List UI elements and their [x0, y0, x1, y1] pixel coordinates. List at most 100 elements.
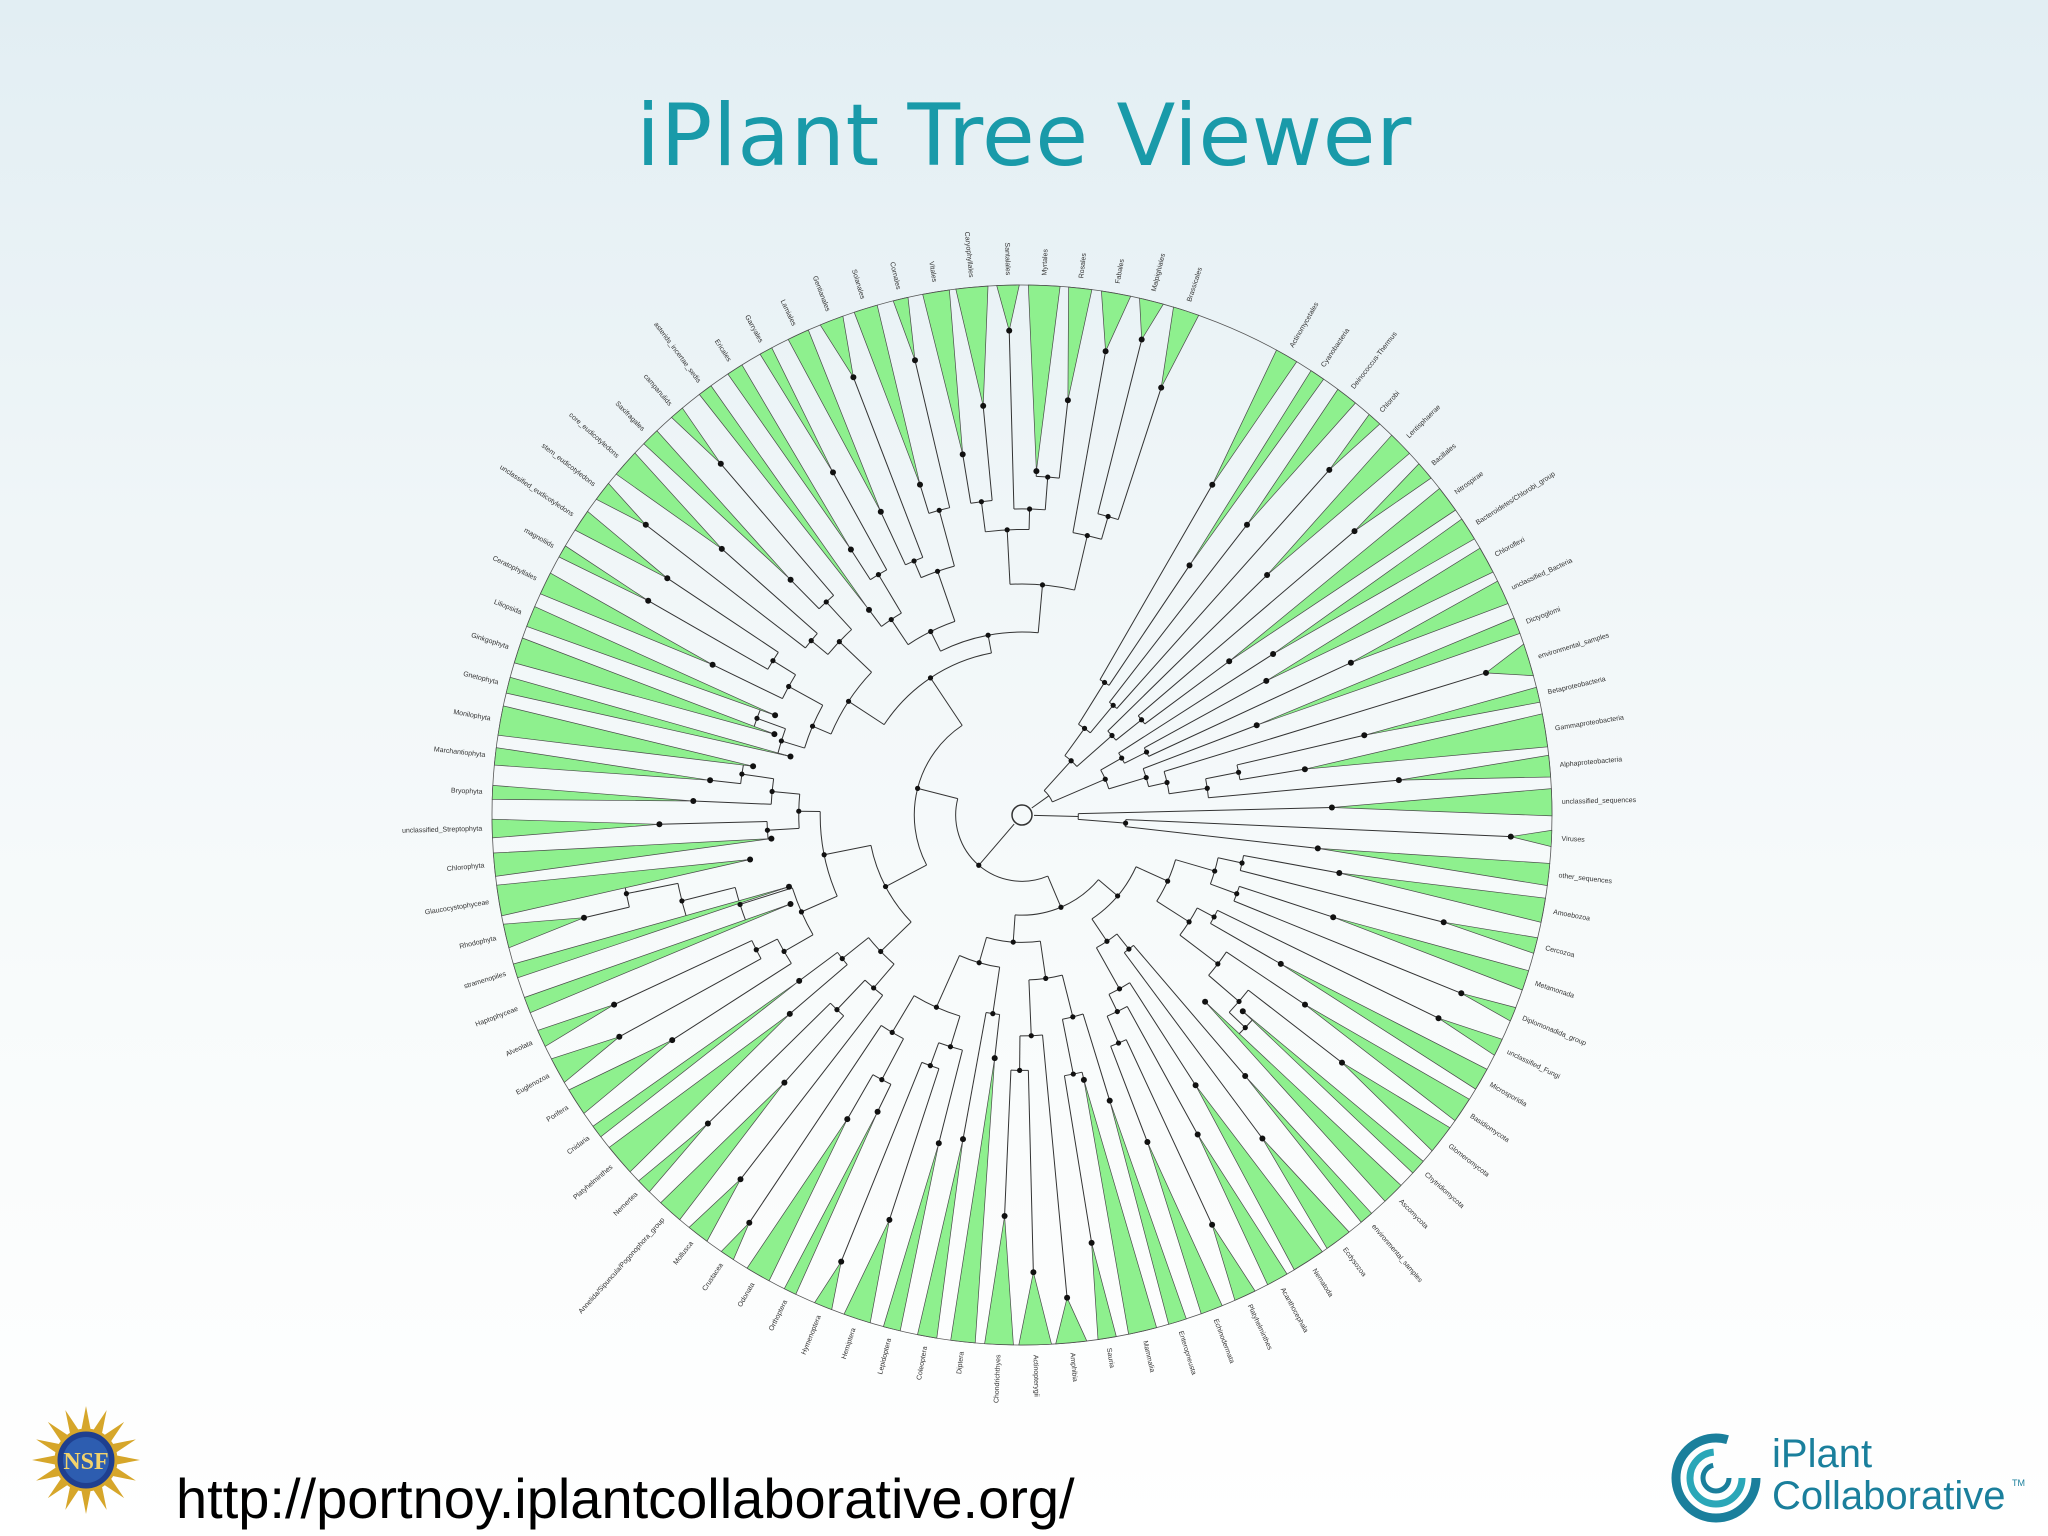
clade-node-8 — [1263, 677, 1270, 684]
leaf-label-39: Chondrichthyes — [993, 1354, 1002, 1403]
leaf-label-58: Rhodophyta — [459, 935, 497, 950]
leaf-label-7: Bacteroidetes/Chlorobi_group — [1475, 471, 1557, 527]
clade-30 — [1195, 1084, 1323, 1271]
leaf-label-54: Euglenozoa — [515, 1073, 551, 1097]
clade-69 — [558, 545, 649, 602]
clade-89 — [1160, 306, 1200, 388]
clade-node-14 — [1395, 777, 1402, 784]
clade-51 — [608, 1013, 791, 1173]
clade-node-27 — [1202, 998, 1209, 1005]
leaf-label-49: Annelida/Sipuncula/Pogonophora_group — [578, 1217, 667, 1316]
clade-node-65 — [787, 753, 794, 760]
clade-node-80 — [917, 481, 923, 488]
slide-title: iPlant Tree Viewer — [636, 86, 1412, 186]
clade-72 — [615, 452, 723, 550]
clade-75 — [698, 385, 870, 611]
leaf-label-46: Odonata — [737, 1282, 757, 1309]
clade-node-17 — [1314, 845, 1321, 852]
leaf-label-35: Mammalia — [1141, 1340, 1155, 1373]
clade-node-15 — [1328, 804, 1335, 811]
clade-18 — [1339, 872, 1546, 923]
leaf-label-25: Glomeromycota — [1447, 1143, 1490, 1179]
clade-node-9 — [1347, 659, 1354, 666]
leaf-label-56: Haptophyceae — [475, 1006, 520, 1029]
clade-11 — [1485, 643, 1534, 677]
clade-node-74 — [717, 460, 724, 467]
clade-19 — [1443, 921, 1539, 954]
clade-node-3 — [1326, 466, 1333, 473]
clade-84 — [996, 284, 1020, 331]
clade-node-40 — [991, 1055, 998, 1062]
clade-13 — [1304, 713, 1548, 770]
leaf-label-17: other_sequences — [1558, 872, 1613, 885]
leaf-label-41: Coleoptera — [916, 1346, 929, 1381]
clade-node-50 — [704, 1120, 711, 1127]
leaf-label-36: Sauria — [1105, 1347, 1115, 1368]
clade-35 — [1083, 1079, 1158, 1335]
leaf-label-32: Platyhelminthes — [1246, 1303, 1273, 1351]
leaf-label-20: Metamonada — [1534, 981, 1575, 1000]
leaf-label-8: Chloroflexi — [1494, 536, 1527, 558]
clade-32 — [1211, 1224, 1256, 1301]
leaf-label-11: environmental_samples — [1537, 632, 1610, 660]
clade-node-16 — [1507, 833, 1514, 840]
leaf-label-15: unclassified_sequences — [1562, 797, 1637, 806]
iplant-swirl-icon — [1671, 1433, 1761, 1523]
clade-41 — [917, 1139, 964, 1339]
leaf-label-24: Basidiomycota — [1468, 1113, 1510, 1144]
clade-node-36 — [1088, 1239, 1095, 1246]
leaf-label-0: Actinomycetales — [1289, 301, 1321, 349]
clade-node-29 — [1259, 1135, 1266, 1142]
leaf-label-62: Bryophyta — [451, 788, 483, 796]
clade-2 — [1246, 388, 1356, 525]
tree-clades — [491, 284, 1553, 1346]
leaf-label-57: stramenopiles — [463, 971, 507, 991]
leaf-label-78: Lamiales — [779, 299, 797, 328]
clade-node-63 — [707, 777, 714, 784]
leaf-label-84: Santalales — [1003, 242, 1011, 275]
leaf-label-87: Fabales — [1115, 258, 1126, 284]
leaf-label-4: Lentisphaerae — [1406, 404, 1443, 440]
clade-node-37 — [1064, 1294, 1071, 1301]
clade-node-56 — [787, 901, 794, 907]
leaf-label-26: Chytridiomycota — [1423, 1171, 1465, 1210]
clade-34 — [1109, 1100, 1187, 1325]
clade-22 — [1438, 1017, 1503, 1056]
clade-8 — [1266, 547, 1494, 682]
clade-node-1 — [1186, 562, 1193, 569]
clade-node-42 — [935, 1140, 942, 1147]
clade-node-70 — [664, 575, 671, 582]
clade-67 — [526, 606, 776, 716]
leaf-label-31: Acanthocephala — [1279, 1287, 1309, 1334]
clade-59 — [496, 859, 751, 917]
clade-29 — [1262, 1138, 1350, 1249]
leaf-label-67: Liliopsida — [493, 599, 523, 616]
leaf-label-72: core_eudicotyledons — [567, 412, 620, 460]
iplant-logo-word-2: Collaborative — [1772, 1474, 2006, 1518]
tree-nodes — [581, 327, 1514, 1301]
leaf-label-79: Gentianales — [811, 275, 831, 313]
clade-46 — [746, 1118, 848, 1282]
leaf-label-77: Garryales — [743, 314, 764, 344]
clade-node-22 — [1435, 1015, 1442, 1022]
clade-16 — [1510, 829, 1553, 848]
clade-88 — [1139, 297, 1164, 341]
leaf-label-14: Alphaproteobacteria — [1559, 756, 1622, 769]
clade-node-33 — [1144, 1139, 1151, 1145]
tree-branches — [491, 284, 1553, 1346]
nsf-seal-icon: NSF — [32, 1406, 140, 1514]
clade-node-61 — [656, 821, 663, 828]
clade-54 — [550, 1036, 620, 1083]
clade-node-88 — [1138, 336, 1145, 343]
clade-node-68 — [709, 661, 716, 668]
clade-77 — [759, 347, 834, 473]
clade-20 — [1333, 916, 1530, 991]
clade-node-85 — [1033, 468, 1040, 475]
clade-node-48 — [737, 1176, 744, 1183]
clade-node-39 — [1001, 1213, 1008, 1219]
leaf-label-37: Amphibia — [1068, 1352, 1078, 1382]
clade-node-23 — [1277, 960, 1284, 967]
clade-node-84 — [1006, 327, 1013, 334]
